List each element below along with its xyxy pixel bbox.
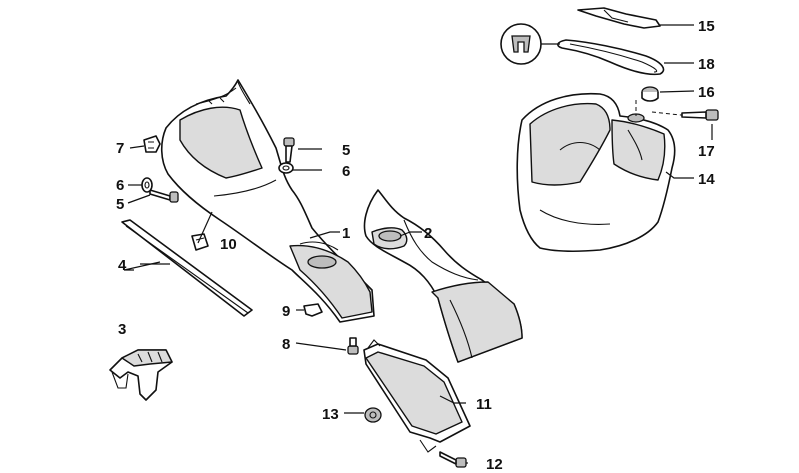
part-10-clip: [191, 233, 209, 251]
part-14-housing: [516, 92, 691, 253]
callout-6-right: 6: [342, 163, 350, 180]
leader-lines: [123, 24, 713, 464]
callout-10: 10: [220, 236, 237, 253]
callout-4: 4: [118, 257, 127, 274]
callout-8: 8: [282, 336, 290, 353]
callout-18: 18: [698, 56, 715, 73]
callout-5-right: 5: [342, 142, 350, 159]
callout-12: 12: [486, 456, 503, 473]
callout-2: 2: [424, 225, 432, 242]
part-12-screw: [439, 451, 467, 468]
callout-16: 16: [698, 84, 715, 101]
part-15-cover: [577, 7, 661, 29]
part-18-gasket: [557, 39, 665, 76]
callout-15: 15: [698, 18, 715, 35]
part-1-trim-panel: [160, 79, 375, 323]
part-4-strip: [121, 219, 253, 317]
part-5-screw-left: [149, 189, 179, 203]
callout-5-left: 5: [116, 196, 124, 213]
part-8-screw: [347, 337, 359, 355]
callout-3: 3: [118, 321, 126, 338]
part-7-clip: [143, 135, 161, 153]
part-13-grommet: [364, 407, 382, 423]
callout-17: 17: [698, 143, 715, 160]
part-17-screw: [681, 109, 719, 121]
part-11-lower-panel: [363, 339, 471, 453]
part-9-clip: [303, 303, 323, 317]
callout-11: 11: [476, 396, 492, 413]
part-3-bracket: [109, 349, 173, 401]
callout-1: 1: [342, 225, 350, 242]
part-2-air-duct: [363, 189, 523, 363]
clip-detail-inset: [500, 23, 560, 65]
part-6-washer-right: [278, 162, 294, 174]
part-5-screw-right: [283, 137, 295, 163]
callout-9: 9: [282, 303, 290, 320]
part-6-washer-left: [141, 177, 153, 193]
callout-13: 13: [322, 406, 339, 423]
callout-7: 7: [116, 140, 124, 157]
callout-14: 14: [698, 171, 715, 188]
part-16-cap: [641, 86, 659, 102]
callout-6-left: 6: [116, 177, 124, 194]
